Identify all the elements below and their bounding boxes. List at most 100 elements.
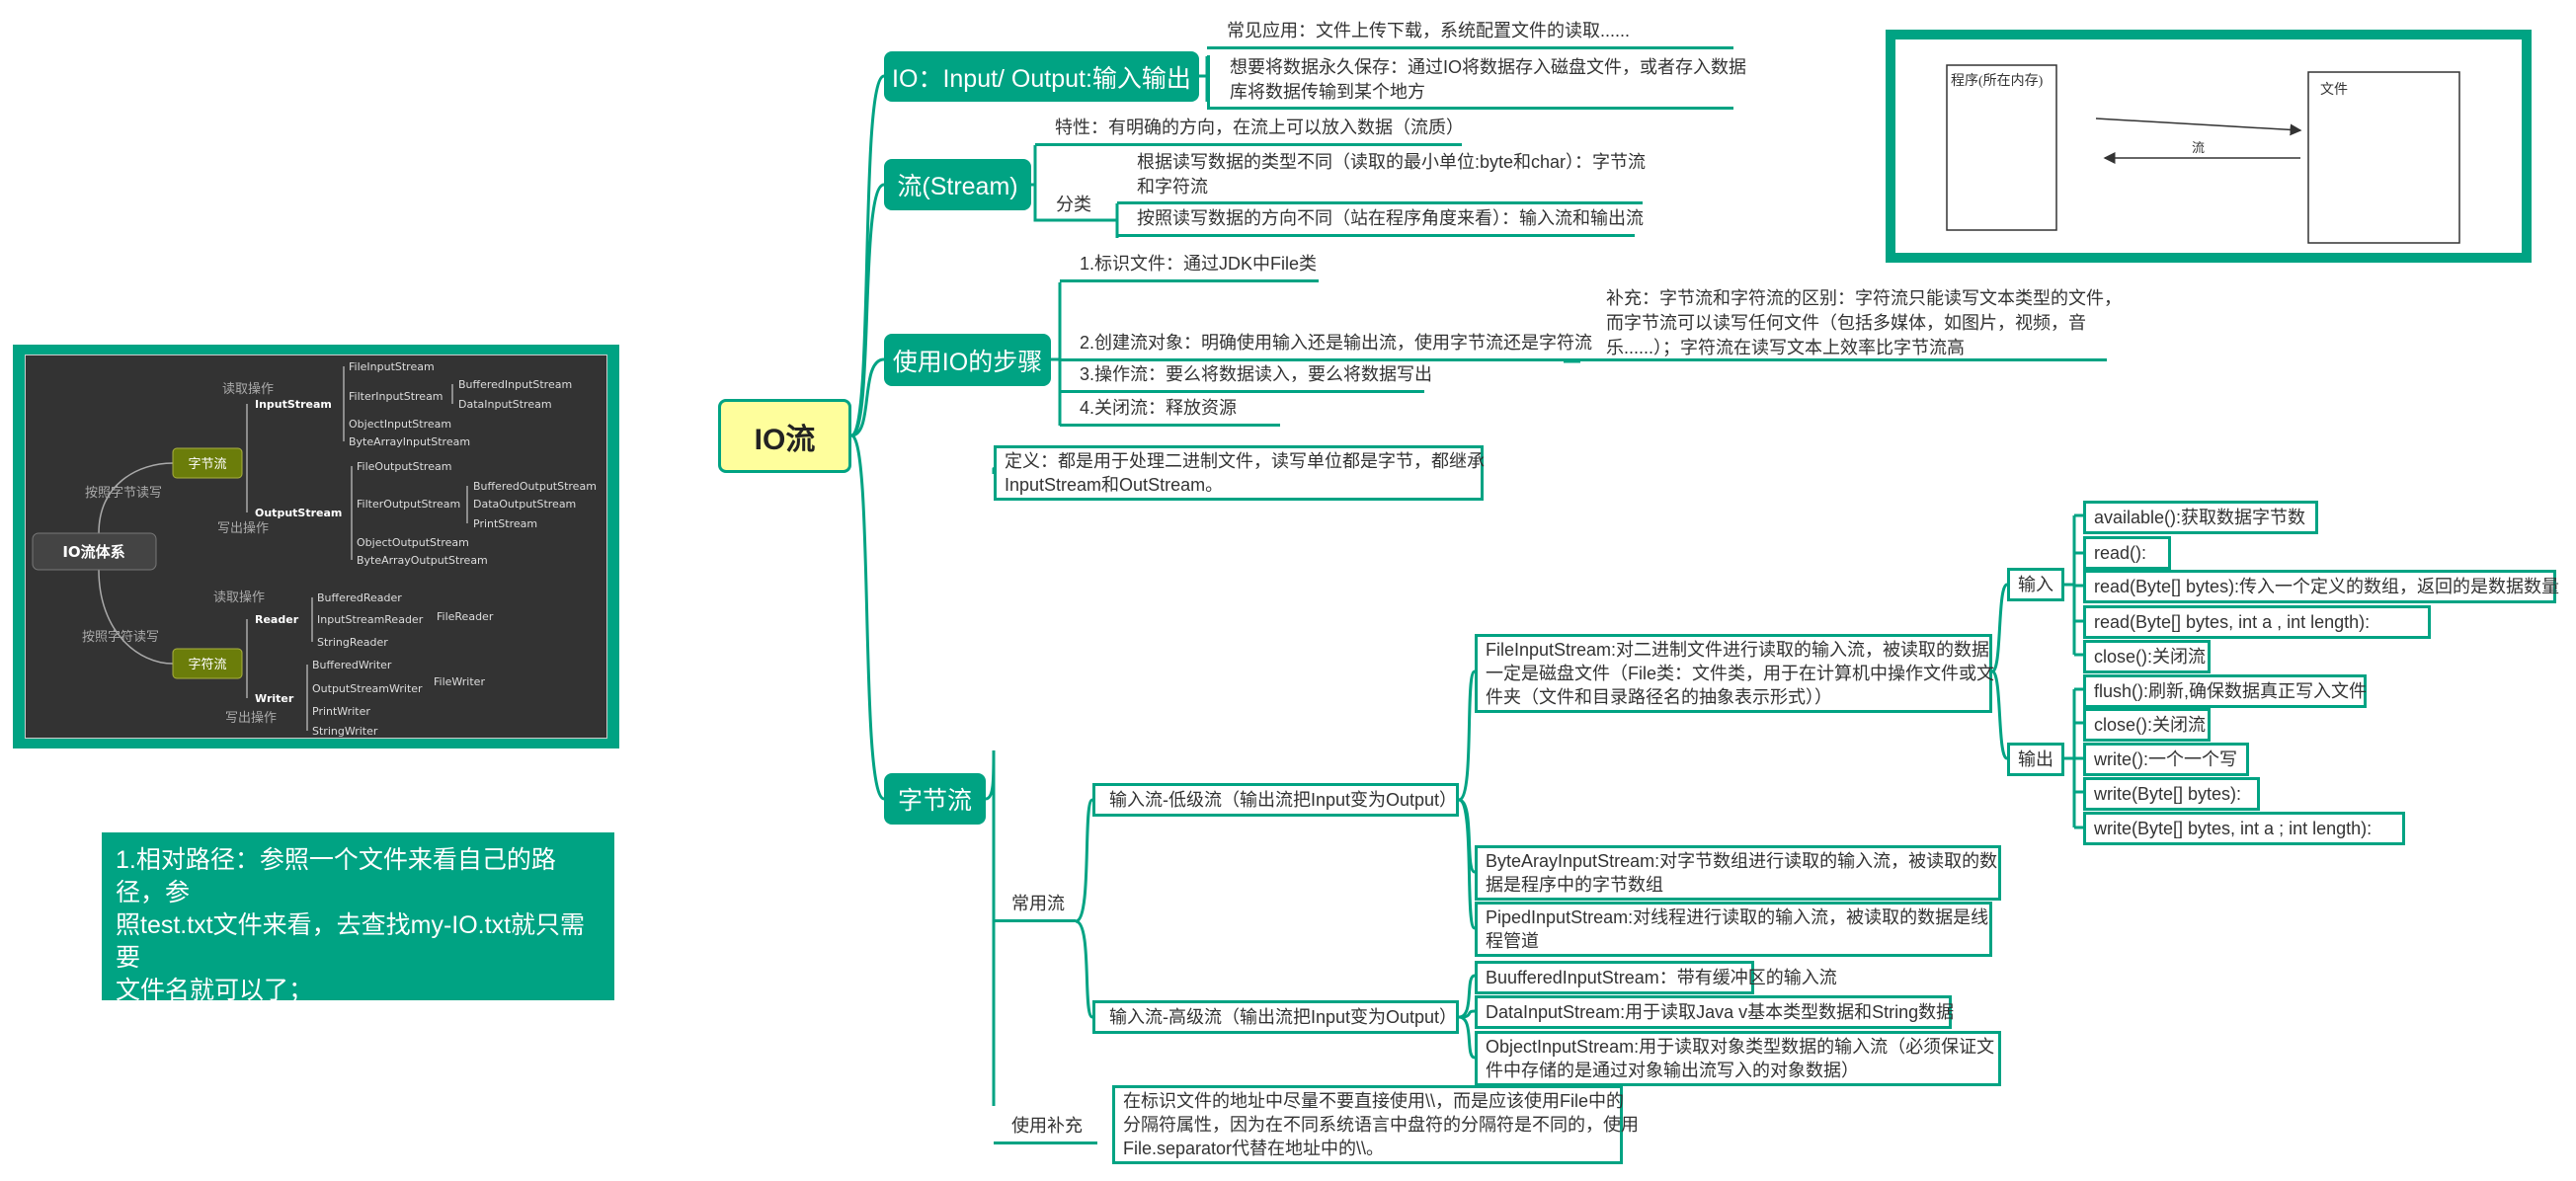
leaf: BufferedOutputStream	[473, 480, 597, 493]
leaf: DataInputStream	[458, 398, 552, 411]
high-level-input-stream[interactable]: 输入流-高级流（输出流把Input变为Output）	[1092, 1000, 1459, 1034]
byte-definition[interactable]: 定义：都是用于处理二进制文件，读写单位都是字节，都继承 InputStream和O…	[994, 445, 1485, 501]
path-note[interactable]: 1.相对路径：参照一个文件来看自己的路径，参 照test.txt文件来看，去查找…	[102, 832, 614, 1069]
output-write-bytes[interactable]: write(Byte[] bytes):	[2083, 777, 2260, 811]
topic-byte-stream[interactable]: 字节流	[884, 773, 986, 825]
arrow-right	[2095, 118, 2302, 136]
file-label: 文件	[2320, 82, 2348, 98]
io-common-use[interactable]: 常见应用：文件上传下载，系统配置文件的读取......	[1207, 18, 1733, 49]
pis-line1: PipedInputStream:对线程进行读取的输入流，被读取的数据是线	[1486, 907, 1989, 927]
low-level-input-stream[interactable]: 输入流-低级流（输出流把Input变为Output）	[1092, 783, 1459, 817]
usage-line2: 分隔符属性，因为在不同系统语言中盘符的分隔符是不同的，使用	[1123, 1115, 1639, 1135]
flow-diagram-svg: 程序(所在内存) 文件 流	[1946, 64, 2460, 244]
root-topic[interactable]: IO流	[718, 399, 851, 473]
category-type-line1: 根据读写数据的类型不同（读取的最小单位:byte和char）：字节流	[1137, 152, 1647, 172]
leaf: ObjectInputStream	[349, 418, 451, 431]
leaf: PrintWriter	[312, 705, 370, 718]
writer-node: Writer	[255, 692, 294, 705]
input-available[interactable]: available():获取数据字节数	[2083, 501, 2318, 534]
usage-line1: 在标识文件的地址中尽量不要直接使用\\，而是应该使用File中的	[1123, 1091, 1625, 1111]
ois-line1: ObjectInputStream:用于读取对象类型数据的输入流（必须保证文	[1486, 1037, 1995, 1057]
file-input-stream[interactable]: FileInputStream:对二进制文件进行读取的输入流，被读取的数据一定是…	[1475, 634, 1995, 713]
input-close[interactable]: close():关闭流	[2083, 640, 2211, 673]
bais-line1: ByteArayInputStream:对字节数组进行读取的输入流，被读取的数	[1486, 851, 1998, 871]
leaf: DataOutputStream	[473, 498, 576, 511]
leaf: ObjectOutputStream	[357, 536, 469, 549]
usage-supplement[interactable]: 使用补充	[994, 1113, 1097, 1144]
step-3[interactable]: 3.操作流：要么将数据读入，要么将数据写出	[1060, 361, 1432, 393]
step-4[interactable]: 4.关闭流：释放资源	[1060, 395, 1280, 427]
usage-supplement-text[interactable]: 在标识文件的地址中尽量不要直接使用\\，而是应该使用File中的分隔符属性，因为…	[1112, 1085, 1639, 1164]
note-line: 照test.txt文件来看，去查找my-IO.txt就只需要	[116, 911, 586, 972]
io-system-svg: IO流体系 字节流 字符流 按照字节读写 按照字符读写 读取操作 写出操作 读取…	[32, 360, 597, 738]
note-line: 2.绝对路径：完整盘符路径,如：E:\java	[116, 1009, 540, 1037]
input-node[interactable]: 输入	[2007, 568, 2064, 601]
stream-feature[interactable]: 特性：有明确的方向，在流上可以放入数据（流质）	[1035, 115, 1464, 146]
leaf: OutputStreamWriter	[312, 682, 423, 695]
byte-stream-label: 字节流	[188, 457, 226, 472]
buffered-input-stream[interactable]: BuufferedInputStream：带有缓冲区的输入流	[1475, 961, 1837, 994]
leaf: BufferedReader	[317, 591, 402, 604]
byte-array-input-stream[interactable]: ByteArayInputStream:对字节数组进行读取的输入流，被读取的数据…	[1475, 845, 2001, 901]
input-read-bytes-range[interactable]: read(Byte[] bytes, int a , int length):	[2083, 605, 2431, 639]
output-node[interactable]: 输出	[2007, 743, 2064, 776]
topic-steps[interactable]: 使用IO的步骤	[884, 334, 1051, 386]
definition-line1: 定义：都是用于处理二进制文件，读写单位都是字节，都继承	[1005, 451, 1485, 471]
stream-category[interactable]: 分类	[1056, 195, 1091, 214]
piped-input-stream[interactable]: PipedInputStream:对线程进行读取的输入流，被读取的数据是线程管道	[1475, 902, 1992, 957]
input-read-bytes[interactable]: read(Byte[] bytes):传入一个定义的数组，返回的是数据数量	[2083, 570, 2559, 603]
byte-stream-node	[172, 447, 243, 479]
output-close[interactable]: close():关闭流	[2083, 708, 2211, 742]
io-persist-line1: 想要将数据永久保存：通过IO将数据存入磁盘文件，或者存入数据	[1230, 57, 1746, 77]
output-flush[interactable]: flush():刷新,确保数据真正写入文件	[2083, 674, 2367, 708]
leaf: FilterInputStream	[349, 390, 443, 403]
file-box	[2307, 71, 2460, 244]
program-label: 程序(所在内存)	[1951, 73, 2044, 89]
definition-line2: InputStream和OutStream。	[1005, 475, 1224, 495]
leaf: BufferedWriter	[312, 659, 392, 671]
topic-stream[interactable]: 流(Stream)	[884, 159, 1031, 210]
output-stream-node: OutputStream	[255, 507, 342, 519]
io-system-root	[32, 532, 157, 571]
read-label-1: 读取操作	[222, 381, 274, 397]
fis-line3: 件夹（文件和目录路径名的抽象表示形式））	[1486, 687, 1832, 707]
note-line: 文件名就可以了；	[116, 977, 314, 1004]
input-stream-node: InputStream	[255, 398, 332, 411]
io-persist[interactable]: 想要将数据永久保存：通过IO将数据存入磁盘文件，或者存入数据库将数据传输到某个地…	[1207, 55, 1746, 110]
ois-line2: 件中存储的是通过对象输出流写入的对象数据）	[1486, 1061, 1859, 1080]
leaf: FilterOutputStream	[357, 498, 460, 511]
leaf: PrintStream	[473, 517, 537, 530]
leaf: ByteArrayOutputStream	[357, 554, 488, 567]
object-input-stream[interactable]: ObjectInputStream:用于读取对象类型数据的输入流（必须保证文件中…	[1475, 1031, 2001, 1086]
supplement-line1: 补充：字节流和字符流的区别：字符流只能读写文本类型的文件，	[1606, 288, 2122, 308]
step-2[interactable]: 2.创建流对象：明确使用输入还是输出流，使用字节流还是字符流	[1060, 330, 2107, 361]
char-stream-label: 字符流	[188, 657, 226, 672]
leaf: FileWriter	[434, 675, 485, 688]
io-persist-line2: 库将数据传输到某个地方	[1230, 82, 1425, 102]
supplement-line2: 而字节流可以读写任何文件（包括多媒体，如图片，视频，音	[1606, 313, 2086, 333]
io-system-image: IO流体系 字节流 字符流 按照字节读写 按照字符读写 读取操作 写出操作 读取…	[13, 345, 619, 748]
data-input-stream[interactable]: DataInputStream:用于读取Java v基本类型数据和String数…	[1475, 995, 1954, 1029]
category-type-line2: 和字符流	[1137, 177, 1208, 197]
leaf: ByteArrayInputStream	[349, 435, 470, 448]
leaf: StringReader	[317, 636, 388, 649]
topic-io[interactable]: IO：Input/ Output:输入输出	[884, 51, 1199, 102]
usage-line3: File.separator代替在地址中的\\。	[1123, 1139, 1385, 1158]
flow-diagram-image: 程序(所在内存) 文件 流	[1886, 30, 2532, 263]
step-1[interactable]: 1.标识文件：通过JDK中File类	[1060, 251, 1319, 282]
program-box	[1946, 64, 2057, 231]
leaf: InputStreamReader	[317, 613, 424, 626]
stream-category-direction[interactable]: 按照读写数据的方向不同（站在程序角度来看）：输入流和输出流	[1117, 205, 1644, 237]
fis-line1: FileInputStream:对二进制文件进行读取的输入流，被读取的数据	[1486, 640, 1990, 660]
common-streams[interactable]: 常用流	[994, 891, 1076, 922]
output-write-bytes-range[interactable]: write(Byte[] bytes, int a ; int length):	[2083, 812, 2405, 845]
stream-label: 流	[2192, 140, 2205, 155]
pis-line2: 程管道	[1486, 931, 1539, 951]
step-2-supplement[interactable]: 补充：字节流和字符流的区别：字符流只能读写文本类型的文件， 而字节流可以读写任何文…	[1606, 286, 2122, 360]
note-line: 1.相对路径：参照一个文件来看自己的路径，参	[116, 846, 556, 906]
fis-line2: 一定是磁盘文件（File类：文件类，用于在计算机中操作文件或文	[1486, 664, 1995, 683]
input-read[interactable]: read():	[2083, 536, 2171, 570]
char-stream-node	[172, 648, 243, 679]
output-write[interactable]: write():一个一个写	[2083, 743, 2249, 776]
stream-category-type[interactable]: 根据读写数据的类型不同（读取的最小单位:byte和char）：字节流和字符流	[1117, 150, 1647, 204]
